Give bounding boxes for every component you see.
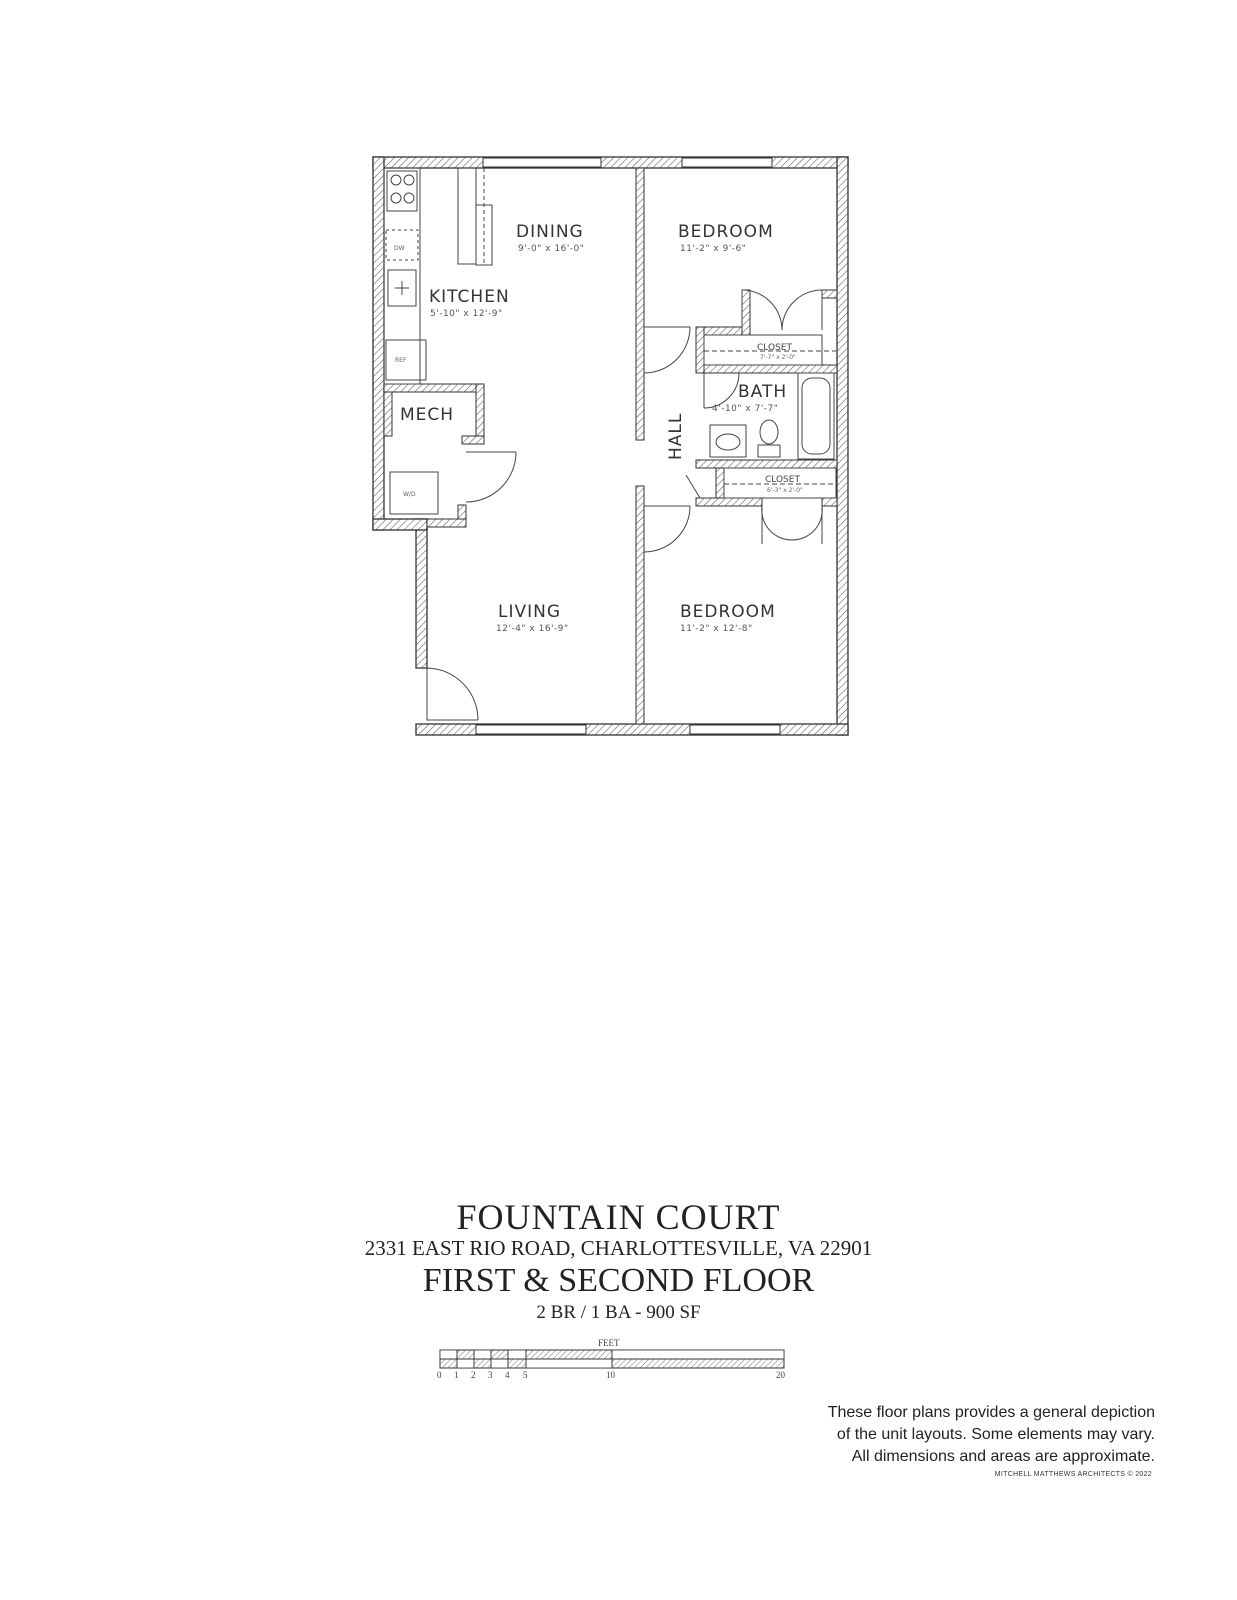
bedroom-2-dimensions: 11'-2" x 12'-8" (680, 624, 753, 634)
mech-label: MECH (400, 405, 454, 425)
scale-ticks: 0 1 2 3 4 5 10 20 (437, 1370, 786, 1380)
washer-dryer-label: W/D (403, 491, 416, 498)
closet-2-dimensions: 6'-3" x 2'-0" (767, 487, 803, 494)
closet-2-label: CLOSET (765, 475, 800, 485)
unit-summary: 2 BR / 1 BA - 900 SF (536, 1302, 701, 1323)
interior-walls (383, 167, 838, 725)
hall-label: HALL (666, 413, 686, 460)
disclaimer-line: These floor plans provides a general dep… (827, 1404, 1155, 1421)
scale-bar: FEET 0 1 2 3 4 5 10 20 (437, 1338, 786, 1380)
floor-title: FIRST & SECOND FLOOR (422, 1262, 815, 1299)
dishwasher-label: DW (394, 245, 405, 252)
property-address: 2331 EAST RIO ROAD, CHARLOTTESVILLE, VA … (364, 1236, 873, 1260)
closet-1-label: CLOSET (757, 343, 792, 353)
windows (475, 157, 781, 735)
architect-credit: MITCHELL MATTHEWS ARCHITECTS © 2022 (994, 1471, 1152, 1478)
living-label: LIVING (498, 602, 561, 622)
scale-tick: 5 (523, 1370, 528, 1380)
property-title: FOUNTAIN COURT (456, 1197, 781, 1237)
closet-fixtures (703, 334, 837, 499)
kitchen-counter (383, 167, 427, 385)
bedroom-1-dimensions: 11'-2" x 9'-6" (680, 244, 746, 254)
disclaimer: These floor plans provides a general dep… (828, 1402, 1155, 1468)
scale-unit-label: FEET (598, 1338, 620, 1348)
kitchen-dimensions: 5'-10" x 12'-9" (430, 309, 503, 319)
closet-1-dimensions: 7'-7" x 2'-0" (760, 354, 796, 361)
dining-dimensions: 9'-0" x 16'-0" (518, 244, 584, 254)
washer-dryer (389, 471, 439, 515)
exterior-walls (372, 156, 849, 736)
dining-peninsula (457, 167, 493, 266)
dining-label: DINING (516, 222, 584, 242)
scale-tick: 2 (471, 1370, 476, 1380)
refrigerator-label: REF (395, 357, 407, 364)
scale-tick: 3 (488, 1370, 493, 1380)
bedroom-1-label: BEDROOM (678, 222, 774, 242)
floor-plan: DW REF W/D (372, 156, 849, 736)
scale-tick: 20 (776, 1370, 786, 1380)
scale-tick: 4 (505, 1370, 510, 1380)
door-swings (426, 289, 823, 721)
kitchen-label: KITCHEN (429, 287, 510, 307)
scale-tick: 0 (437, 1370, 442, 1380)
living-dimensions: 12'-4" x 16'-9" (496, 624, 569, 634)
disclaimer-line: All dimensions and areas are approximate… (851, 1448, 1155, 1465)
scale-tick: 10 (606, 1370, 616, 1380)
bath-label: BATH (738, 382, 787, 402)
bath-fixtures (709, 372, 835, 460)
scale-tick: 1 (454, 1370, 459, 1380)
bedroom-2-label: BEDROOM (680, 602, 776, 622)
disclaimer-line: of the unit layouts. Some elements may v… (836, 1426, 1155, 1443)
bath-dimensions: 4'-10" x 7'-7" (712, 404, 778, 414)
